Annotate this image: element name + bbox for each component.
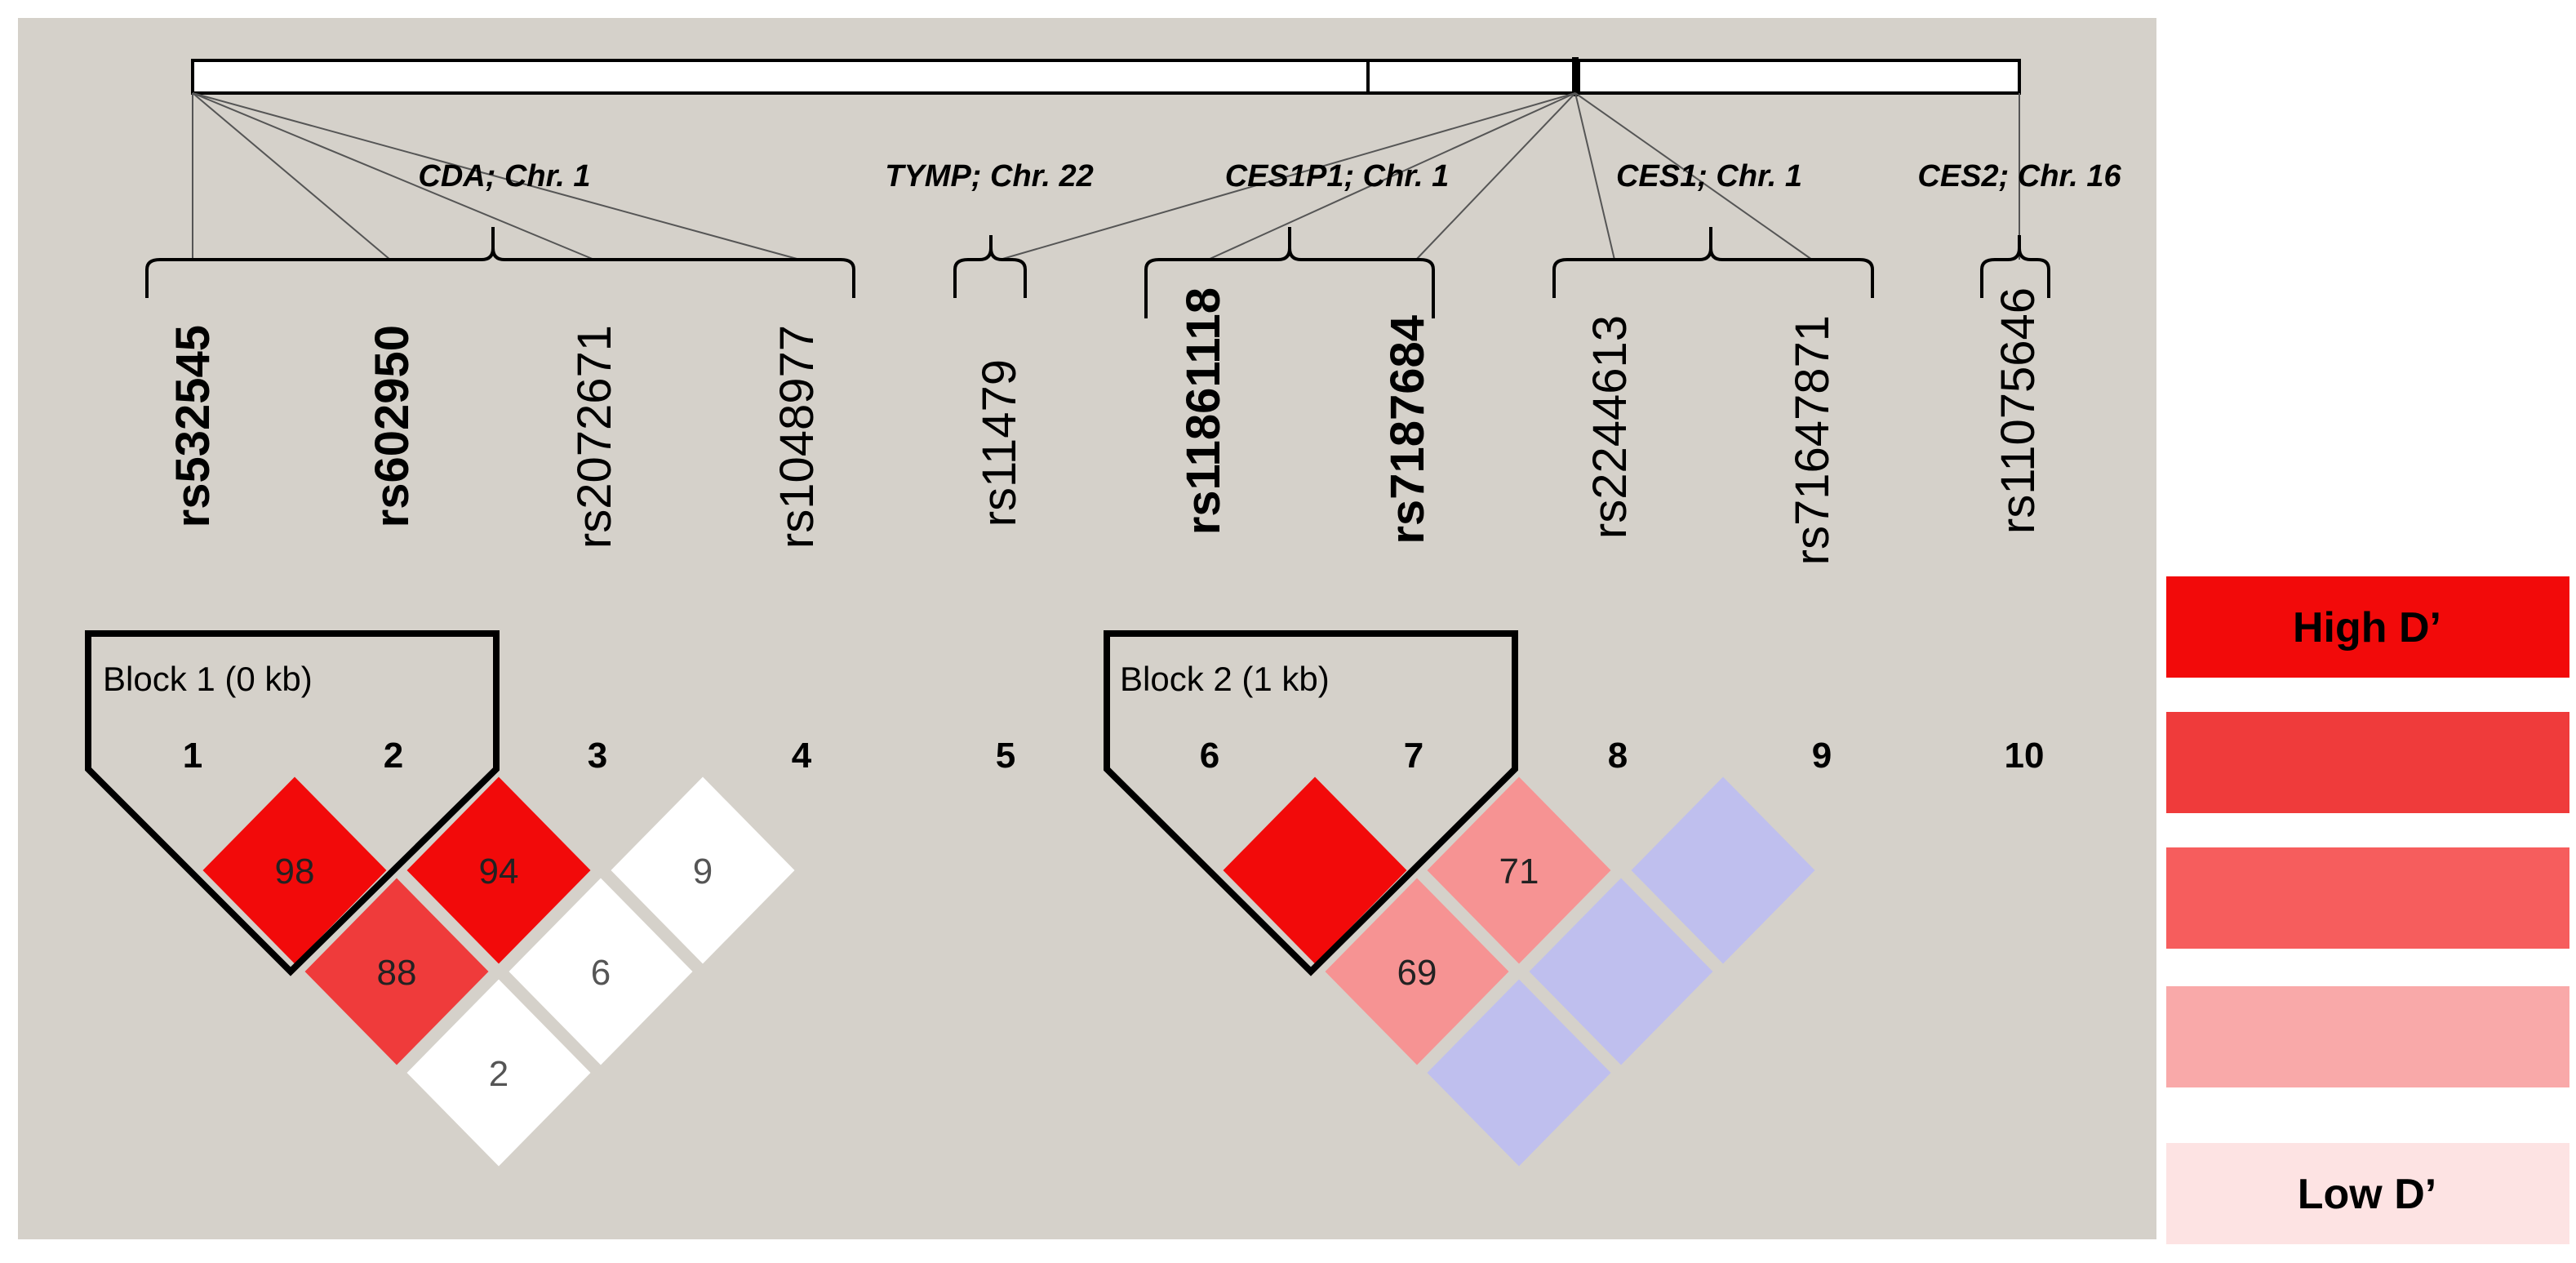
chromosome-bar-divider xyxy=(1572,57,1579,96)
ld-cell-2-4 xyxy=(503,872,699,1071)
block-outlines xyxy=(85,630,1518,976)
snp-id-7: rs7187684 xyxy=(1381,315,1434,545)
ld-cell-3-4 xyxy=(605,771,801,970)
snp-id-8: rs2244613 xyxy=(1583,315,1637,539)
snp-number-9: 9 xyxy=(1812,736,1832,776)
chromosome-bar xyxy=(191,59,2021,95)
ld-value-3-4: 9 xyxy=(693,852,713,892)
snp-id-1: rs532545 xyxy=(167,325,220,527)
gene-label-tymp: TYMP; Chr. 22 xyxy=(885,159,1094,193)
snp-number-2: 2 xyxy=(384,736,403,776)
ld-value-1-3: 88 xyxy=(377,953,417,993)
ld-cell-7-8 xyxy=(1421,771,1617,970)
ld-value-2-3: 94 xyxy=(479,852,519,892)
ld-cell-1-4 xyxy=(401,973,597,1172)
brace-cda xyxy=(145,227,855,298)
block-1-label: Block 1 (0 kb) xyxy=(103,660,313,698)
gene-label-ces1: CES1; Chr. 1 xyxy=(1616,159,1802,193)
snp-number-6: 6 xyxy=(1200,736,1219,776)
snp-number-5: 5 xyxy=(996,736,1015,776)
ld-value-1-2: 98 xyxy=(275,852,315,892)
ld-cell-8-9 xyxy=(1625,771,1821,970)
snp-numbers: 1 2 3 4 5 6 7 8 9 10 xyxy=(183,736,2045,776)
snp-number-4: 4 xyxy=(792,736,812,776)
legend: High D’ Low D’ xyxy=(2166,576,2569,1244)
snp-id-labels: rs532545 rs602950 rs2072671 rs1048977 rs… xyxy=(167,287,2045,565)
snp-id-2: rs602950 xyxy=(366,325,419,527)
ld-cell-6-9 xyxy=(1421,973,1617,1172)
gene-label-ces2: CES2; Chr. 16 xyxy=(1917,159,2121,193)
ld-cell-1-3 xyxy=(299,872,495,1071)
snp-connector-lines xyxy=(192,92,2020,260)
legend-swatch-5 xyxy=(2166,1143,2569,1244)
ld-value-2-4: 6 xyxy=(591,953,611,993)
block-1-outline xyxy=(85,630,500,976)
gene-braces xyxy=(145,227,2050,318)
snp-number-10: 10 xyxy=(2005,736,2045,776)
block-2-outline xyxy=(1104,630,1518,976)
snp-id-3: rs2072671 xyxy=(568,325,621,549)
ld-cell-7-9 xyxy=(1523,872,1719,1071)
snp-id-4: rs1048977 xyxy=(771,325,824,549)
snp-number-8: 8 xyxy=(1608,736,1628,776)
ld-value-6-8: 69 xyxy=(1397,953,1437,993)
gene-label-cda: CDA; Chr. 1 xyxy=(418,159,590,193)
ld-value-7-8: 71 xyxy=(1499,852,1539,892)
snp-number-1: 1 xyxy=(183,736,202,776)
snp-id-9: rs71647871 xyxy=(1786,315,1839,565)
legend-low-label: Low D’ xyxy=(2298,1171,2436,1218)
snp-number-7: 7 xyxy=(1404,736,1423,776)
brace-ces1p1 xyxy=(1144,227,1435,318)
block-2-label: Block 2 (1 kb) xyxy=(1120,660,1330,698)
snp-id-5: rs11479 xyxy=(973,359,1026,527)
plot-background xyxy=(18,18,2156,1239)
snp-id-10: rs11075646 xyxy=(1992,287,2045,534)
legend-swatch-2 xyxy=(2166,712,2569,813)
snp-number-3: 3 xyxy=(588,736,607,776)
brace-tymp xyxy=(953,235,1027,298)
legend-swatch-4 xyxy=(2166,986,2569,1087)
legend-high-label: High D’ xyxy=(2293,604,2441,652)
snp-id-6: rs11861118 xyxy=(1177,287,1230,535)
legend-swatch-3 xyxy=(2166,847,2569,949)
legend-swatch-1 xyxy=(2166,576,2569,678)
gene-label-ces1p1: CES1P1; Chr. 1 xyxy=(1225,159,1450,193)
ld-cell-6-8 xyxy=(1319,872,1515,1071)
ld-value-1-4: 2 xyxy=(489,1054,509,1094)
brace-ces1 xyxy=(1552,227,1874,298)
brace-ces2 xyxy=(1980,235,2050,298)
ld-cell-2-3 xyxy=(401,771,597,970)
